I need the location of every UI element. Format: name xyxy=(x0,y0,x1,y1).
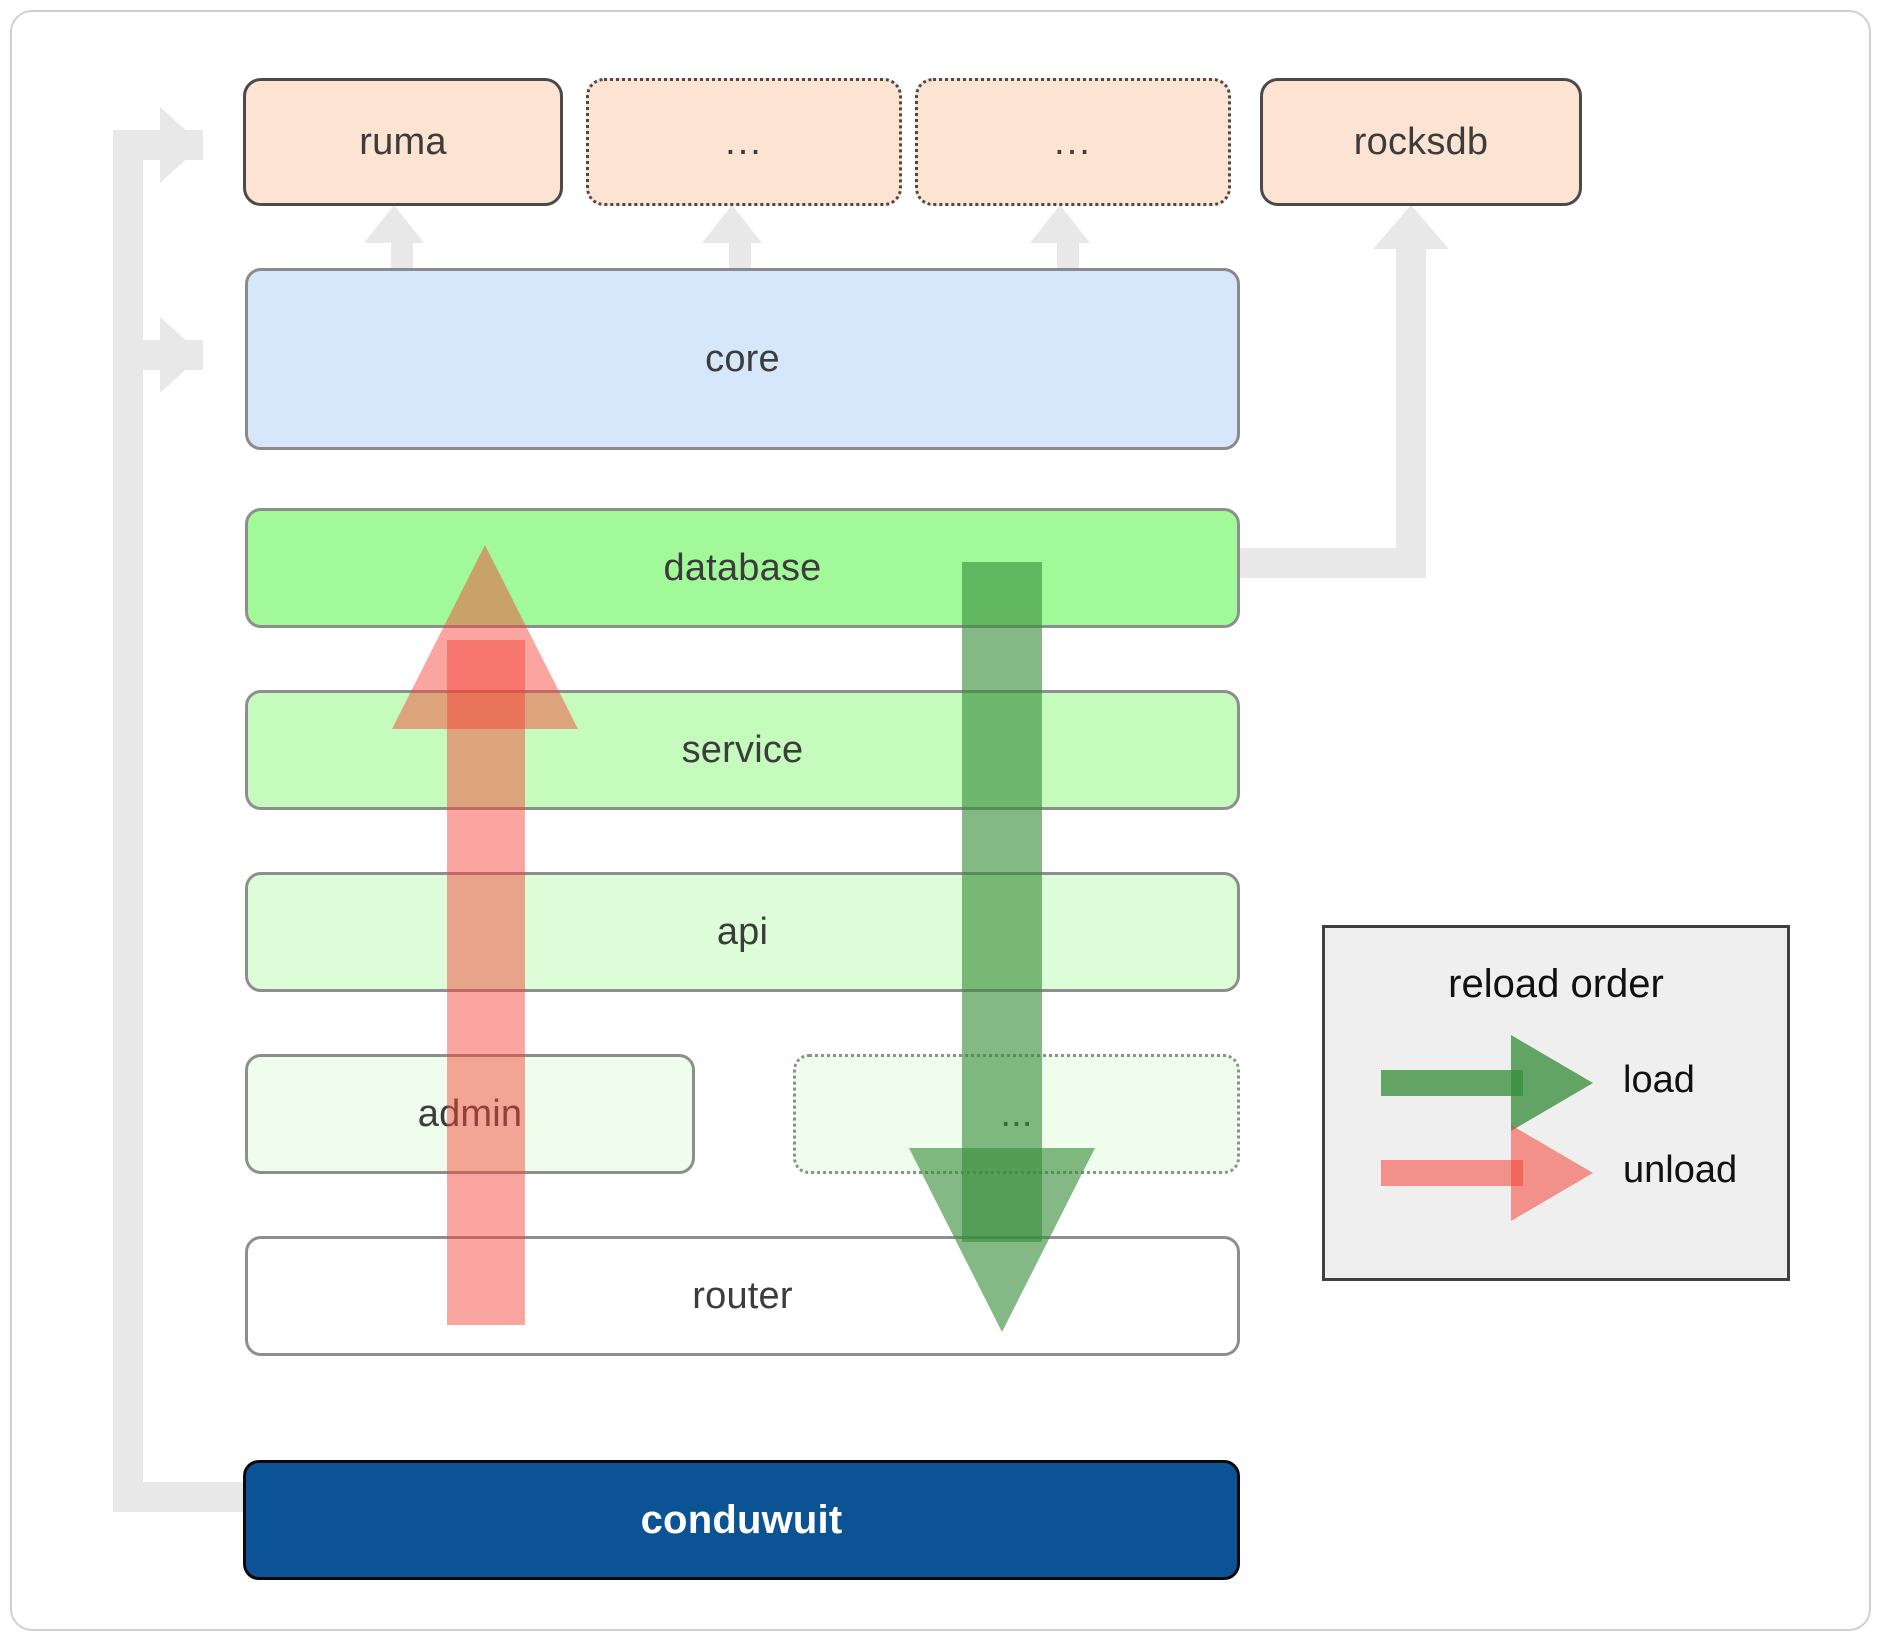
node-conduwuit-label: conduwuit xyxy=(640,1497,843,1542)
legend-load-arrowhead xyxy=(1511,1035,1593,1131)
legend-panel: reload order load unload xyxy=(1322,925,1790,1281)
gray-connector-trunk-vertical xyxy=(113,130,143,1512)
legend-unload-shaft xyxy=(1381,1160,1523,1186)
node-rocksdb[interactable]: rocksdb xyxy=(1260,78,1582,206)
legend-unload-arrowhead xyxy=(1511,1125,1593,1221)
node-service[interactable]: service xyxy=(245,690,1240,810)
flow-arrow-unload-shaft xyxy=(447,640,525,1325)
node-api[interactable]: api xyxy=(245,872,1240,992)
legend-title: reload order xyxy=(1448,962,1664,1006)
gray-connector-db-to-rocksdb-horizontal xyxy=(1230,548,1426,578)
legend-load-label: load xyxy=(1623,1059,1695,1101)
flow-arrow-load-head xyxy=(909,1148,1095,1332)
node-admin-label: admin xyxy=(417,1092,523,1135)
gray-arrowhead-core-to-dep2 xyxy=(702,205,762,243)
node-rocksdb-label: rocksdb xyxy=(1353,120,1489,163)
node-api-label: api xyxy=(716,910,769,953)
node-ruma-label: ruma xyxy=(359,120,447,163)
node-conduwuit[interactable]: conduwuit xyxy=(243,1460,1240,1580)
node-database-label: database xyxy=(663,546,822,589)
node-dep-placeholder-2-label: ... xyxy=(1054,120,1092,163)
gray-connector-db-to-rocksdb-vertical xyxy=(1396,248,1426,578)
gray-arrowhead-core xyxy=(160,317,202,393)
gray-arrowhead-ruma xyxy=(160,107,202,183)
node-dep-placeholder-1-label: ... xyxy=(725,120,763,163)
node-core-label: core xyxy=(705,337,780,380)
node-router-label: router xyxy=(692,1274,793,1317)
flow-arrow-unload-head xyxy=(392,545,578,729)
node-dep-placeholder-1[interactable]: ... xyxy=(586,78,902,206)
legend-load-shaft xyxy=(1381,1070,1523,1096)
gray-arrowhead-core-to-dep3 xyxy=(1030,205,1090,243)
node-admin[interactable]: admin xyxy=(245,1054,695,1174)
diagram-frame xyxy=(10,10,1871,1631)
gray-arrowhead-rocksdb xyxy=(1373,205,1449,249)
gray-connector-bottom-leg xyxy=(113,1482,243,1512)
node-database[interactable]: database xyxy=(245,508,1240,628)
node-core[interactable]: core xyxy=(245,268,1240,450)
node-ruma[interactable]: ruma xyxy=(243,78,563,206)
gray-arrowhead-core-to-ruma xyxy=(364,205,424,243)
node-service-label: service xyxy=(681,728,804,771)
legend-unload-label: unload xyxy=(1623,1149,1738,1191)
node-dep-placeholder-2[interactable]: ... xyxy=(915,78,1231,206)
flow-arrow-load-shaft xyxy=(962,562,1042,1242)
